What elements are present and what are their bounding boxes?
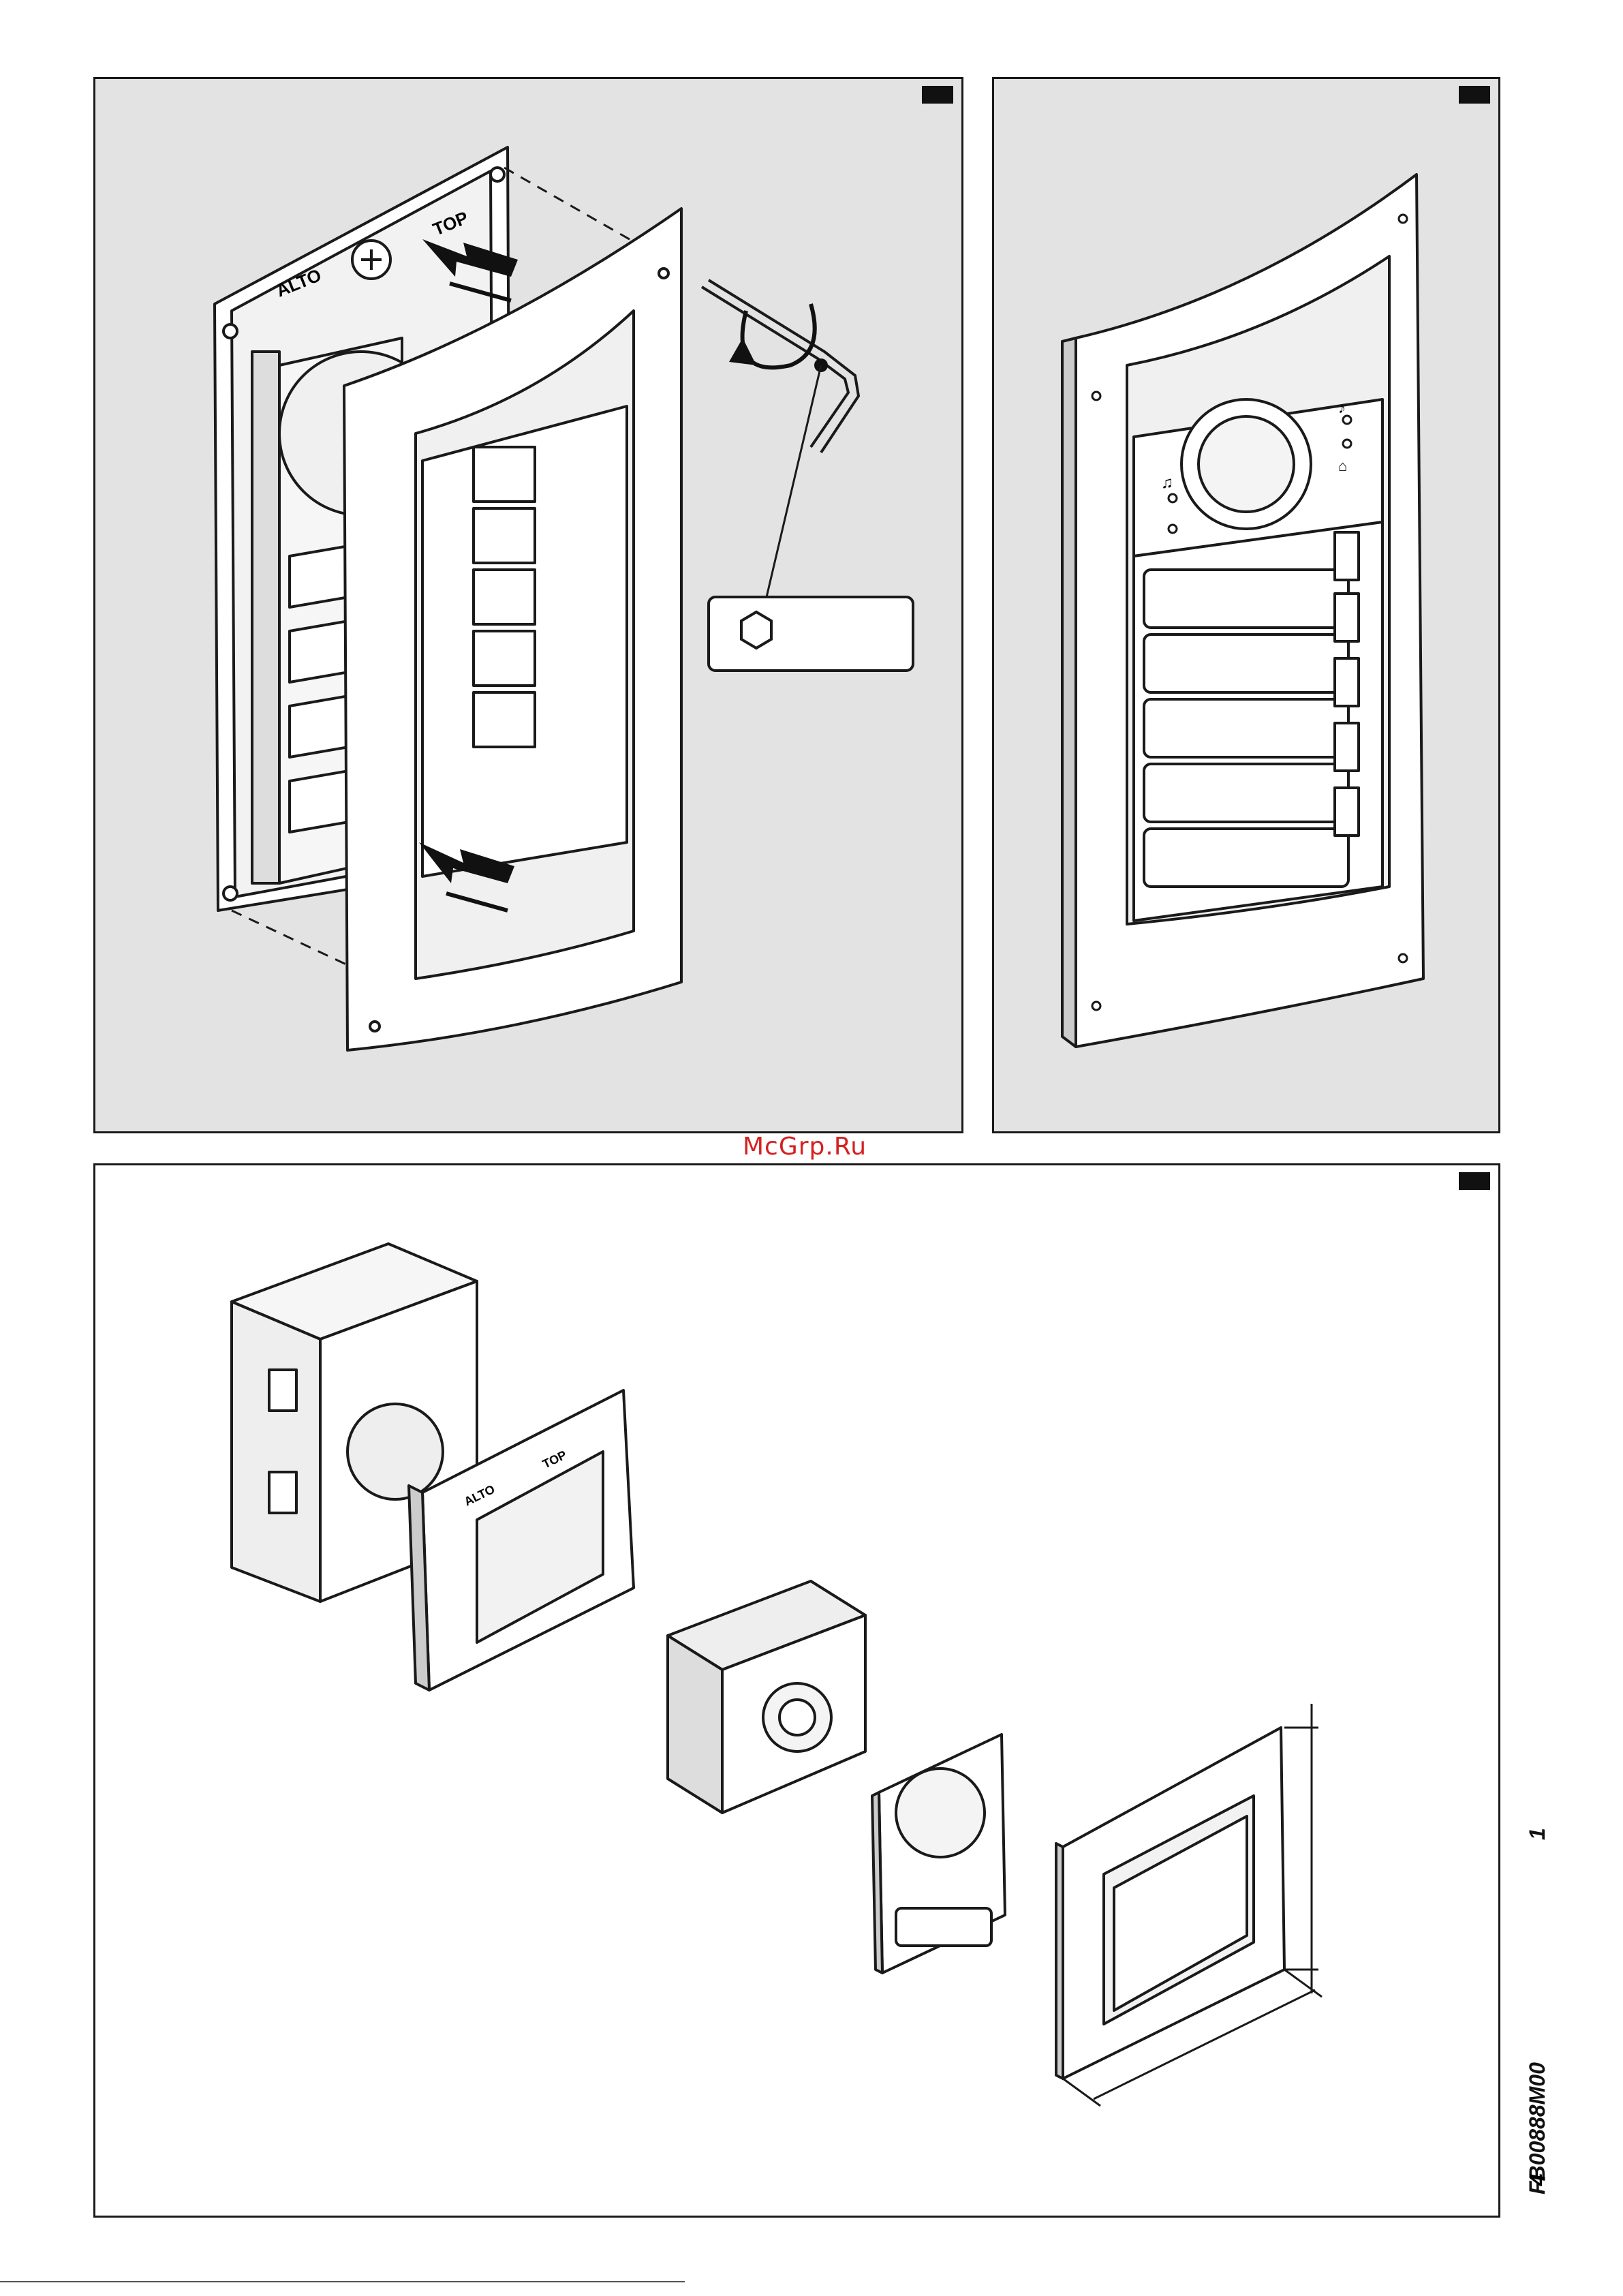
panel-assembled: ♫ ♪ ⌂ [992,77,1500,1133]
exploded-view-drawing: ALTO TOP [95,1165,1498,2216]
frame-assembly-drawing: ALTO TOP [95,79,961,1131]
panel-exploded-view: ALTO TOP [93,1163,1500,2218]
speaker-icon: ♪ [1338,399,1346,416]
bell-icon: ♫ [1161,474,1173,492]
assembled-panel-drawing: ♫ ♪ ⌂ [994,79,1498,1131]
camera-lens-icon [1181,399,1311,529]
panel-frame-assembly: ALTO TOP [93,77,963,1133]
bottom-rule [0,2281,685,2282]
key-icon: ⌂ [1338,457,1347,474]
watermark: McGrp.Ru [743,1133,867,1161]
figure-code: FB00888M00 1 [1525,1813,1566,2222]
page-number: 4 [1525,2174,1550,2186]
figure-index: 1 [1525,1828,1550,1840]
